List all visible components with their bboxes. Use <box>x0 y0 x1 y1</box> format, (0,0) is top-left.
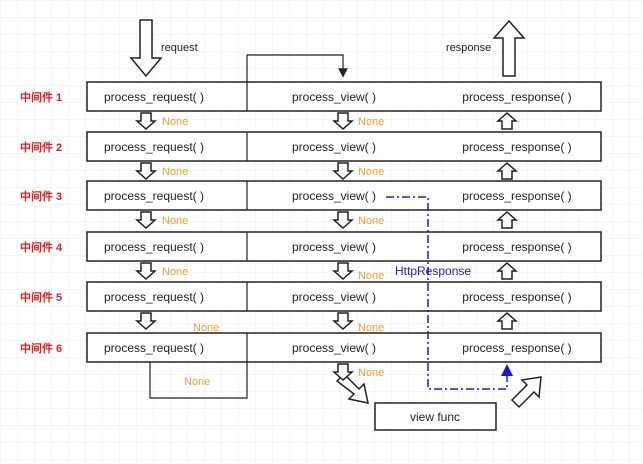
middleware-name: 中间件 5 <box>20 290 62 304</box>
middleware-box <box>86 332 602 363</box>
process-request-label: process_request( ) <box>104 140 204 154</box>
down-step-arrow <box>135 162 157 181</box>
process-response-label: process_response( ) <box>462 189 571 203</box>
none-label: None <box>193 322 219 334</box>
process-view-label: process_view( ) <box>292 290 376 304</box>
none-label: None <box>358 367 384 379</box>
none-label: None <box>162 215 188 227</box>
middleware-rows: 中间件 1 process_request( ) process_view( ) pr… <box>20 81 602 363</box>
http-response-shortcut-path <box>386 196 513 390</box>
response-arrow <box>492 19 526 77</box>
middleware-row: 中间件 4 process_request( ) process_view( ) pr… <box>20 231 602 262</box>
middleware-name: 中间件 2 <box>20 140 62 154</box>
process-view-label: process_view( ) <box>292 341 376 355</box>
request-label: request <box>161 42 198 54</box>
middleware-box <box>86 81 602 112</box>
process-request-label: process_request( ) <box>104 341 204 355</box>
request-arrow <box>129 19 163 78</box>
down-step-arrow <box>332 211 354 230</box>
none-label: None <box>162 166 188 178</box>
view-func-box <box>374 402 497 431</box>
process-request-label: process_request( ) <box>104 240 204 254</box>
request-to-view-connector <box>246 54 348 82</box>
process-view-label: process_view( ) <box>292 240 376 254</box>
process-request-label: process_request( ) <box>104 90 204 104</box>
down-step-arrow <box>332 162 354 181</box>
none-label: None <box>162 266 188 278</box>
middleware-name: 中间件 3 <box>20 189 62 203</box>
none-label: None <box>358 166 384 178</box>
none-label: None <box>162 116 188 128</box>
http-response-label: HttpResponse <box>395 264 471 278</box>
view-func-label: view func <box>410 410 460 424</box>
process-response-label: process_response( ) <box>462 290 571 304</box>
process-request-label: process_request( ) <box>104 189 204 203</box>
down-step-arrow <box>135 211 157 230</box>
middleware-row: 中间件 3 process_request( ) process_view( ) pr… <box>20 180 602 211</box>
process-response-label: process_response( ) <box>462 341 571 355</box>
middleware-row: 中间件 1 process_request( ) process_view( ) pr… <box>20 81 602 112</box>
process-response-label: process_response( ) <box>462 140 571 154</box>
middleware-box <box>86 131 602 162</box>
up-step-arrow <box>496 161 518 180</box>
middleware-box <box>86 180 602 211</box>
up-step-arrow <box>496 111 518 130</box>
down-step-arrow <box>135 112 157 131</box>
none-label: None <box>358 270 384 282</box>
down-step-arrow <box>135 312 157 331</box>
none-label: None <box>358 322 384 334</box>
down-step-arrow <box>332 262 354 281</box>
middleware-name: 中间件 1 <box>20 90 62 104</box>
request-return-loop <box>149 362 248 399</box>
response-label: response <box>446 42 491 54</box>
process-request-label: process_request( ) <box>104 290 204 304</box>
up-step-arrow <box>496 210 518 229</box>
down-step-arrow <box>332 312 354 331</box>
none-label: None <box>358 215 384 227</box>
none-label: None <box>358 116 384 128</box>
down-step-arrow <box>332 112 354 131</box>
process-view-label: process_view( ) <box>292 140 376 154</box>
middleware-box <box>86 231 602 262</box>
up-step-arrow <box>496 261 518 280</box>
middleware-box <box>86 281 602 312</box>
none-label-loop: None <box>184 376 210 388</box>
process-response-label: process_response( ) <box>462 90 571 104</box>
down-step-arrow <box>135 262 157 281</box>
middleware-name: 中间件 6 <box>20 341 62 355</box>
process-view-label: process_view( ) <box>292 189 376 203</box>
func-to-response-arrow <box>510 376 542 409</box>
middleware-name: 中间件 4 <box>20 240 63 254</box>
up-step-arrow <box>496 311 518 330</box>
process-view-label: process_view( ) <box>292 90 376 104</box>
down-step-arrow <box>332 363 354 382</box>
process-response-label: process_response( ) <box>462 240 571 254</box>
middleware-row: 中间件 2 process_request( ) process_view( ) pr… <box>20 131 602 162</box>
middleware-row: 中间件 6 process_request( ) process_view( ) pr… <box>20 332 602 363</box>
middleware-row: 中间件 5 process_request( ) process_view( ) pr… <box>20 281 602 312</box>
